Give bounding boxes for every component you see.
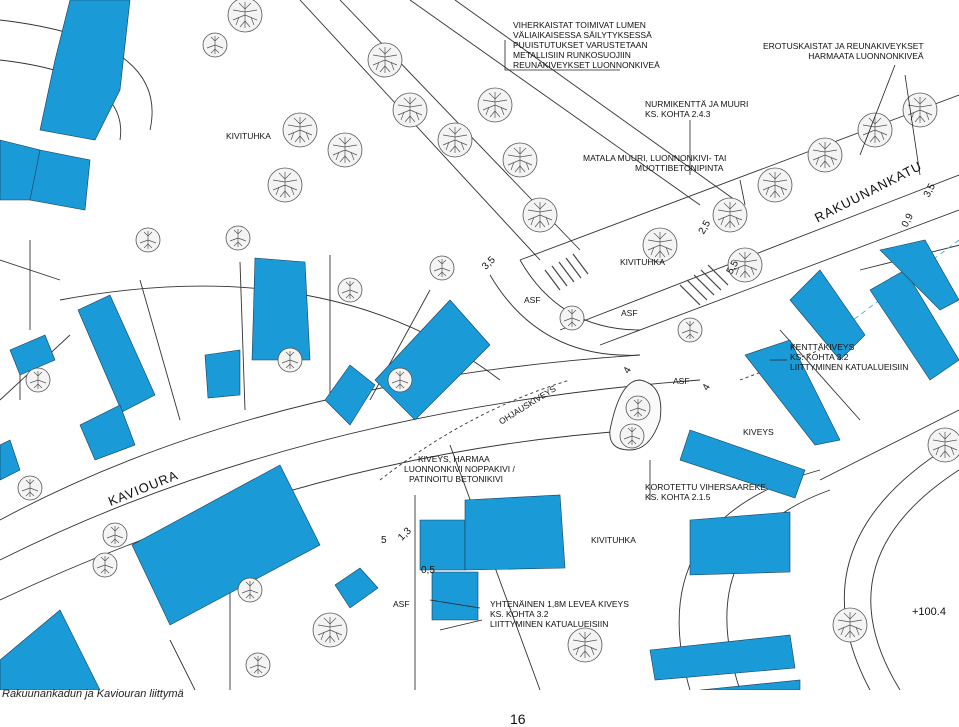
label-asf-1: ASF xyxy=(524,295,541,305)
label-line: EROTUSKAISTAT JA REUNAKIVEYKSET xyxy=(763,41,924,51)
label-line: KIVEYS, HARMAA xyxy=(418,454,490,464)
dim-5: 5 xyxy=(381,535,387,546)
crosswalk-right xyxy=(679,264,729,306)
label-line: PUUISTUTUKSET VARUSTETAAN xyxy=(513,40,648,50)
label-line: LUONNONKIVI NOPPAKIVI / xyxy=(404,464,515,474)
label-line: LIITTYMINEN KATUALUEISIIN xyxy=(490,619,609,629)
page-number: 16 xyxy=(510,711,526,727)
label-kivituhka-top: KIVITUHKA xyxy=(226,131,271,141)
buildings xyxy=(0,0,959,690)
label-kiveys: KIVEYS xyxy=(743,427,774,437)
label-korotettu: KOROTETTU VIHERSAAREKE KS. KOHTA 2.1.5 xyxy=(645,482,766,502)
label-matala-muuri: MATALA MUURI, LUONNONKIVI- TAI MUOTTIBET… xyxy=(583,153,726,173)
label-kiveys-harmaa: KIVEYS, HARMAA LUONNONKIVI NOPPAKIVI / P… xyxy=(404,454,515,484)
label-line: MATALA MUURI, LUONNONKIVI- TAI xyxy=(583,153,727,163)
label-line: METALLISIIN RUNKOSUOJIIN xyxy=(513,50,631,60)
label-kenttakiveys: KENTTÄKIVEYS KS. KOHTA 3.2 LIITTYMINEN K… xyxy=(790,342,908,372)
label-line: MUOTTIBETONIPINTA xyxy=(635,163,724,173)
label-line: KOROTETTU VIHERSAAREKE xyxy=(645,482,766,492)
label-line: YHTENÄINEN 1,8M LEVEÄ KIVEYS xyxy=(490,599,629,609)
label-line: KS. KOHTA 2.1.5 xyxy=(645,492,711,502)
label-line: REUNAKIVEYKSET LUONNONKIVEÄ xyxy=(513,60,660,70)
label-line: KS. KOHTA 2.4.3 xyxy=(645,109,711,119)
label-asf-2: ASF xyxy=(621,308,638,318)
label-line: NURMIKENTTÄ JA MUURI xyxy=(645,99,749,109)
label-line: VÄLIAIKAISESSA SÄILYTYKSESSÄ xyxy=(513,30,652,40)
crosswalk-left xyxy=(544,253,589,291)
dim-0-5: 0,5 xyxy=(421,565,435,576)
label-line: VIHERKAISTAT TOIMIVAT LUMEN xyxy=(513,20,646,30)
label-nurmikentta: NURMIKENTTÄ JA MUURI KS. KOHTA 2.4.3 xyxy=(645,99,748,119)
label-asf-3: ASF xyxy=(673,376,690,386)
label-elevation: +100.4 xyxy=(912,606,946,618)
label-line: PATINOITU BETONIKIVI xyxy=(409,474,503,484)
site-plan xyxy=(0,0,959,690)
label-line: KS. KOHTA 3.2 xyxy=(790,352,849,362)
leader-lines xyxy=(429,40,921,631)
label-line: HARMAATA LUONNONKIVEÄ xyxy=(808,51,924,61)
label-kivituhka-low: KIVITUHKA xyxy=(591,535,636,545)
label-yhtenainen: YHTENÄINEN 1,8M LEVEÄ KIVEYS KS. KOHTA 3… xyxy=(490,599,629,629)
label-line: KENTTÄKIVEYS xyxy=(790,342,855,352)
label-viherkaistat: VIHERKAISTAT TOIMIVAT LUMEN VÄLIAIKAISES… xyxy=(513,20,660,70)
label-erotuskaistat: EROTUSKAISTAT JA REUNAKIVEYKSET HARMAATA… xyxy=(763,41,924,61)
label-asf-4: ASF xyxy=(393,599,410,609)
label-kivituhka-mid: KIVITUHKA xyxy=(620,257,665,267)
label-line: LIITTYMINEN KATUALUEISIIN xyxy=(790,362,909,372)
figure-caption: Rakuunankadun ja Kaviouran liittymä xyxy=(2,688,184,700)
label-line: KS. KOHTA 3.2 xyxy=(490,609,549,619)
